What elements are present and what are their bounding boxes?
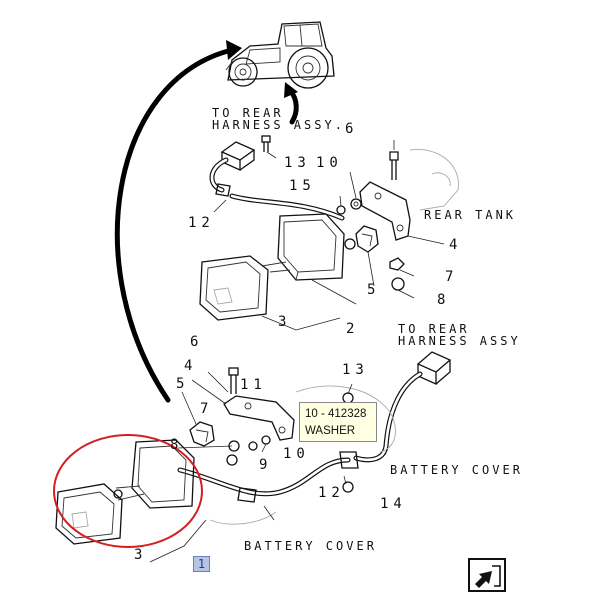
bottom-lamp-front xyxy=(55,483,123,545)
top-lamp-housing xyxy=(261,213,356,281)
bolt-6-top xyxy=(389,151,399,180)
callout-2: 2 xyxy=(346,321,359,337)
callout-13-mid: 13 xyxy=(342,362,369,378)
battery-cover-outline xyxy=(209,385,396,525)
callout-7-mid: 7 xyxy=(200,401,213,417)
callout-8-top: 8 xyxy=(437,292,450,308)
callout-3-bottom: 3 xyxy=(134,547,147,563)
leader-lines-mid xyxy=(149,371,353,563)
callout-6-top: 6 xyxy=(345,121,358,137)
to-rear-harness-label-mid: TO REAR xyxy=(398,322,470,336)
tooltip-part-name: WASHER xyxy=(305,425,356,437)
callout-15: 15 xyxy=(289,178,316,194)
mid-harness-connector xyxy=(353,351,452,463)
washer-9 xyxy=(261,435,271,445)
next-page-button[interactable] xyxy=(468,558,506,592)
next-page-arrow-icon xyxy=(475,565,501,588)
mid-cable xyxy=(177,451,359,503)
callout-1-selected[interactable]: 1 xyxy=(193,556,210,572)
callout-10-mid: 10 xyxy=(283,446,310,462)
highlight-circle xyxy=(53,434,203,548)
location-arrows xyxy=(114,40,299,403)
callout-4-mid: 4 xyxy=(184,358,197,374)
nut-7-top xyxy=(389,257,405,271)
washer-15 xyxy=(336,205,346,215)
bolt-6-mid xyxy=(228,367,239,394)
washer-10-mid xyxy=(248,441,258,451)
top-harness xyxy=(209,141,345,221)
callout-5-mid: 5 xyxy=(176,376,189,392)
callout-8-mid: 8 xyxy=(170,437,183,453)
to-rear-harness-label-top-2: HARNESS ASSY. xyxy=(212,118,345,132)
bracket-4-top xyxy=(359,181,411,241)
rear-tank-outline xyxy=(409,149,459,211)
to-rear-harness-label-top: TO REAR xyxy=(212,106,284,120)
callout-9: 9 xyxy=(259,457,272,473)
rear-tank-label: REAR TANK xyxy=(424,208,516,222)
leader-lines-top xyxy=(213,140,445,331)
tooltip-part-number: 10 - 412328 xyxy=(305,408,367,420)
tractor-icon xyxy=(225,21,335,89)
top-lamp-front xyxy=(199,255,269,321)
callout-11: 11 xyxy=(240,377,267,393)
callout-7-top: 7 xyxy=(445,269,458,285)
part-tooltip: 10 - 412328 WASHER xyxy=(299,402,377,442)
callout-13-top: 13 xyxy=(284,155,311,171)
clamp-7-mid xyxy=(189,421,215,447)
bracket-4-mid xyxy=(223,395,295,441)
washer-8b-mid xyxy=(226,454,238,466)
callout-5-top: 5 xyxy=(367,282,380,298)
callout-4-top: 4 xyxy=(449,237,462,253)
callout-3-top: 3 xyxy=(278,314,291,330)
battery-cover-label-bottom: BATTERY COVER xyxy=(244,539,377,553)
callout-14: 14 xyxy=(380,496,407,512)
washer-8-top xyxy=(391,277,405,291)
washer-10-top xyxy=(350,198,362,210)
clamp-5-top xyxy=(355,225,379,253)
bolt-13-top xyxy=(261,135,271,152)
battery-cover-label-right: BATTERY COVER xyxy=(390,463,523,477)
callout-10-top: 10 xyxy=(316,155,343,171)
callout-6-mid: 6 xyxy=(190,334,203,350)
callout-12-top: 12 xyxy=(188,215,215,231)
callout-12-mid: 12 xyxy=(318,485,345,501)
to-rear-harness-label-mid-2: HARNESS ASSY xyxy=(398,334,521,348)
